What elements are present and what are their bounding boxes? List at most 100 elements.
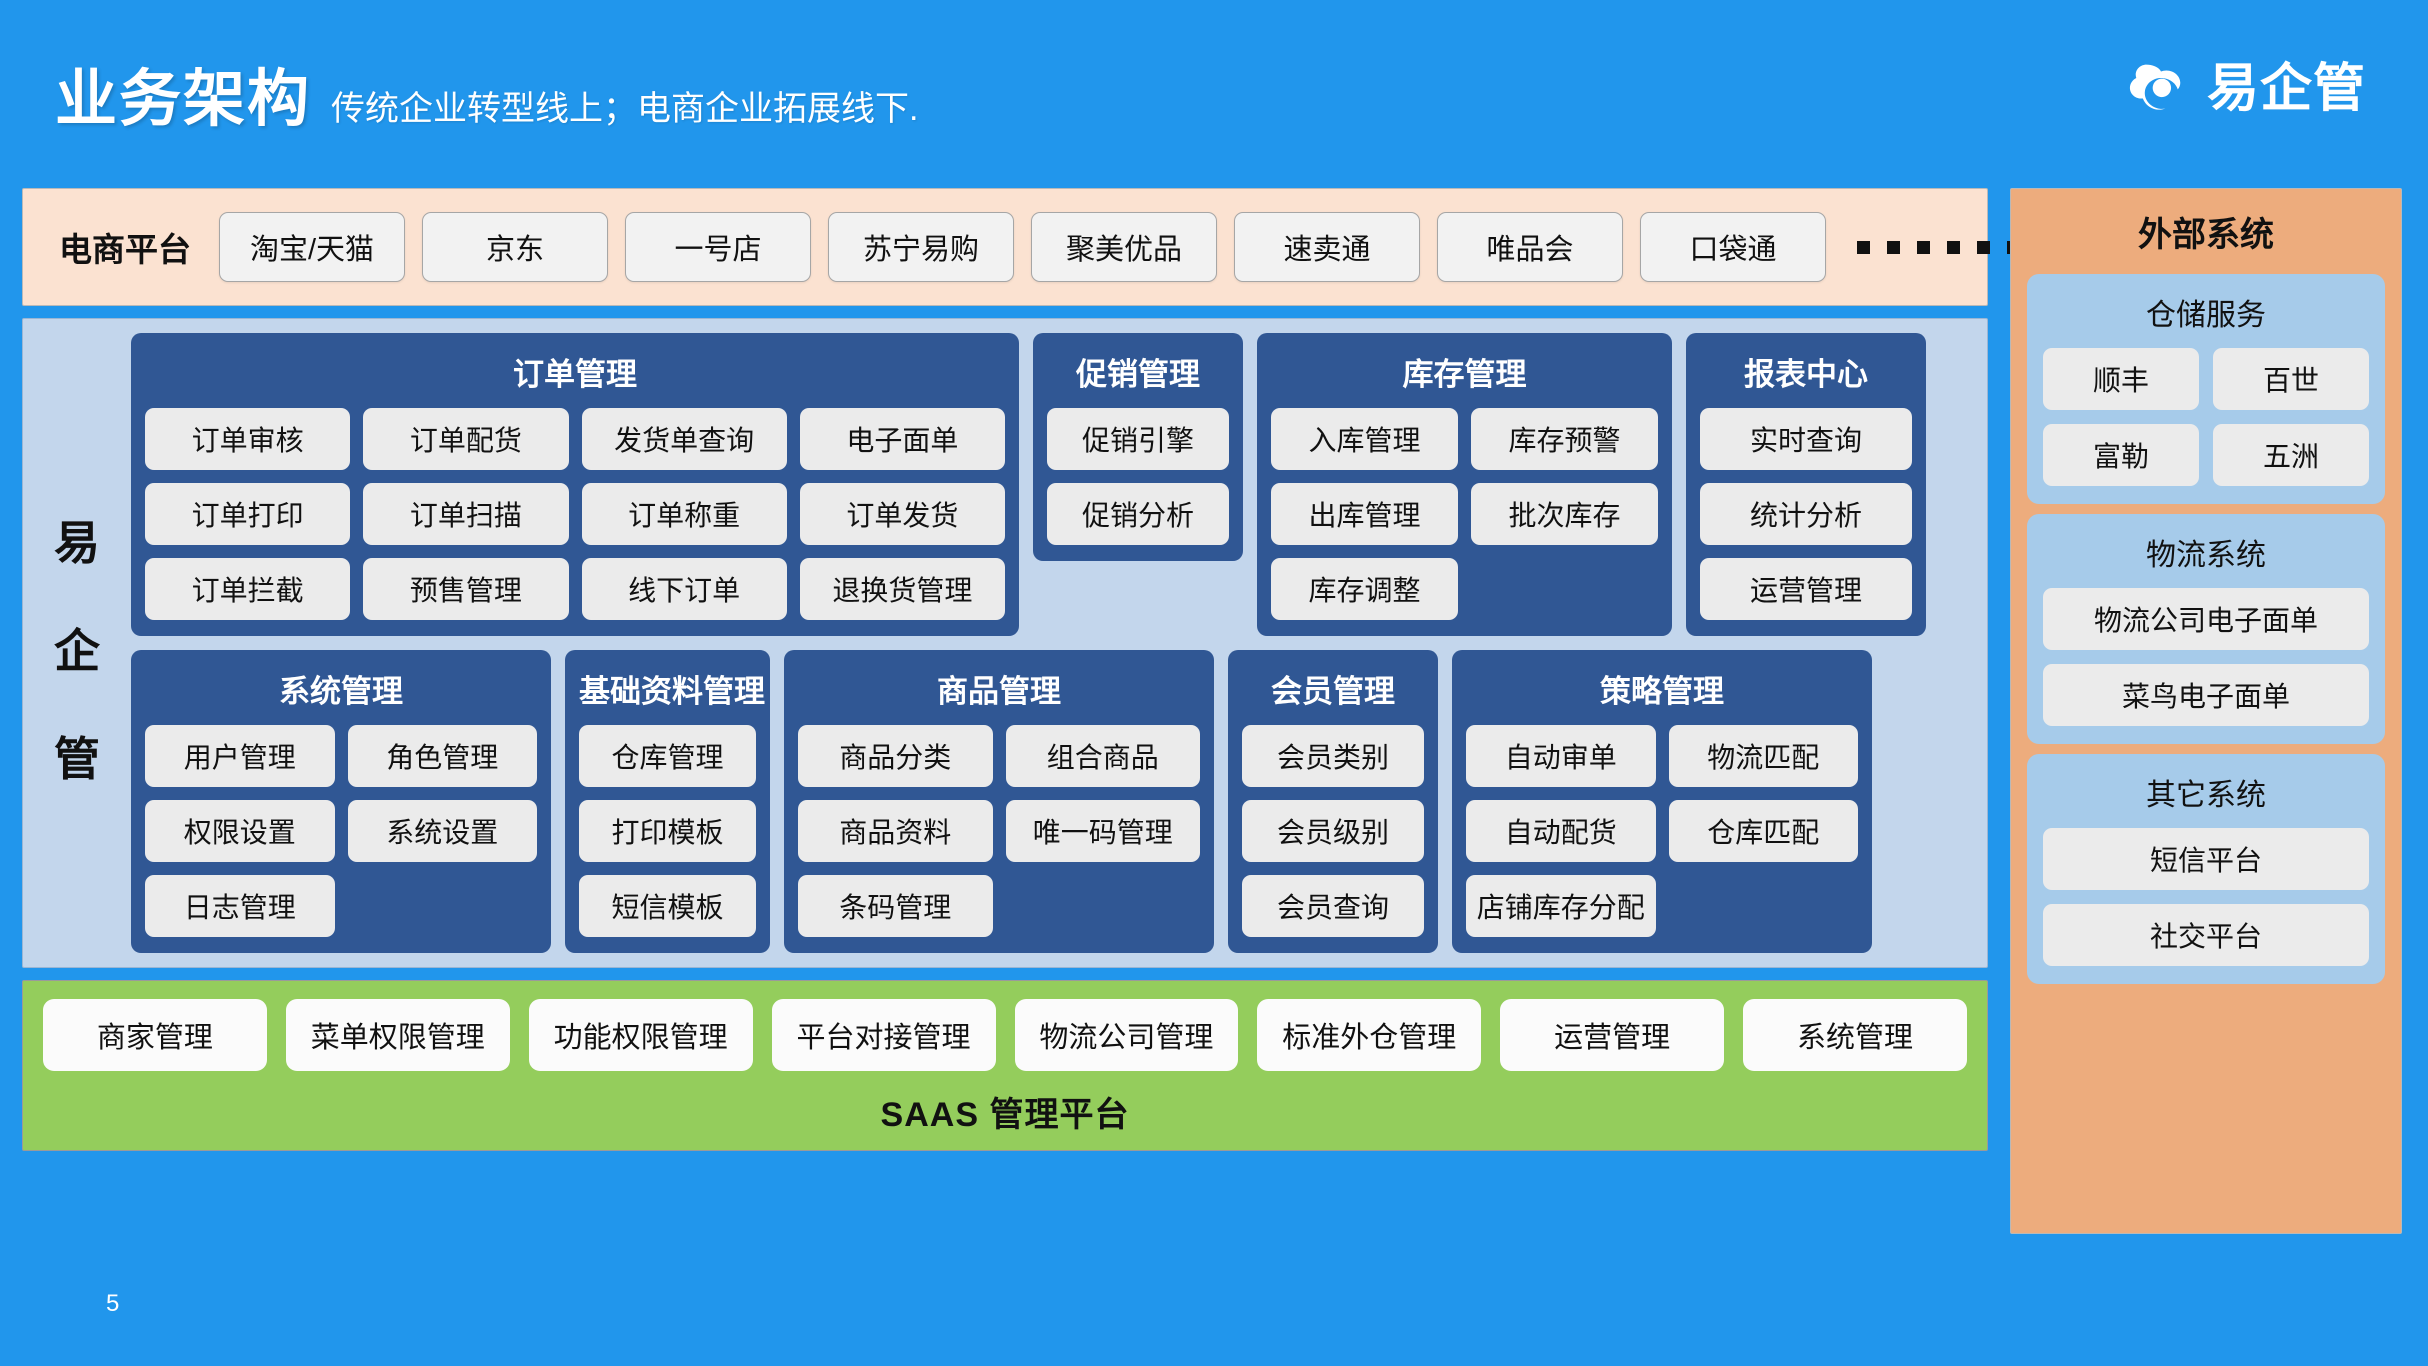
module-item[interactable]: 电子面单: [799, 408, 1005, 470]
module-item-grid: 促销引擎 促销分析: [1047, 408, 1229, 545]
module-item-grid: 订单审核 订单配货 发货单查询 电子面单 订单打印 订单扫描 订单称重 订单发货…: [145, 408, 1005, 620]
module-item[interactable]: 自动配货: [1466, 800, 1656, 862]
module-item[interactable]: 商品资料: [798, 800, 993, 862]
ecommerce-label: 电商平台: [59, 231, 191, 268]
platform-chip-jd[interactable]: 京东: [422, 212, 608, 282]
core-label-char-2: 企: [54, 625, 100, 677]
saas-item-operations[interactable]: 运营管理: [1500, 999, 1725, 1071]
module-item[interactable]: 库存预警: [1471, 408, 1658, 470]
platform-chip-suning[interactable]: 苏宁易购: [828, 212, 1014, 282]
module-item[interactable]: 角色管理: [347, 725, 537, 787]
module-item[interactable]: 打印模板: [579, 800, 756, 862]
module-item[interactable]: 物流匹配: [1668, 725, 1858, 787]
module-item[interactable]: 订单发货: [799, 483, 1005, 545]
module-item[interactable]: 发货单查询: [581, 408, 787, 470]
module-item[interactable]: 出库管理: [1271, 483, 1458, 545]
module-item[interactable]: 订单扫描: [363, 483, 569, 545]
platform-chip-aliexpress[interactable]: 速卖通: [1234, 212, 1420, 282]
module-item[interactable]: 会员查询: [1242, 875, 1424, 937]
module-item[interactable]: 系统设置: [347, 800, 537, 862]
module-item[interactable]: 促销引擎: [1047, 408, 1229, 470]
module-item-placeholder: [1669, 875, 1859, 937]
module-item[interactable]: 会员类别: [1242, 725, 1424, 787]
module-item[interactable]: 库存调整: [1271, 558, 1458, 620]
module-item[interactable]: 线下订单: [581, 558, 787, 620]
module-product-management: 商品管理 商品分类 组合商品 商品资料 唯一码管理 条码管理: [784, 650, 1214, 953]
external-item-logistics-waybill[interactable]: 物流公司电子面单: [2043, 588, 2369, 650]
module-item[interactable]: 会员级别: [1242, 800, 1424, 862]
module-item[interactable]: 用户管理: [145, 725, 335, 787]
header-title-group: 业务架构 传统企业转型线上；电商企业拓展线下.: [55, 48, 918, 138]
module-basic-data-management: 基础资料管理 仓库管理 打印模板 短信模板: [565, 650, 770, 953]
external-group-warehousing: 仓储服务 顺丰 百世 富勒 五洲: [2027, 274, 2385, 504]
module-item[interactable]: 实时查询: [1700, 408, 1912, 470]
external-item-sf[interactable]: 顺丰: [2043, 348, 2199, 410]
module-item[interactable]: 商品分类: [798, 725, 993, 787]
external-group-other: 其它系统 短信平台 社交平台: [2027, 754, 2385, 984]
module-item[interactable]: 订单拦截: [145, 558, 351, 620]
module-item[interactable]: 仓库匹配: [1668, 800, 1858, 862]
saas-item-platform-integration[interactable]: 平台对接管理: [771, 999, 996, 1071]
module-item[interactable]: 组合商品: [1005, 725, 1200, 787]
module-item[interactable]: 订单打印: [145, 483, 351, 545]
module-item[interactable]: 统计分析: [1700, 483, 1912, 545]
core-label-char-1: 易: [54, 517, 100, 569]
module-item[interactable]: 运营管理: [1700, 558, 1912, 620]
saas-item-menu-permission[interactable]: 菜单权限管理: [285, 999, 510, 1071]
module-title: 促销管理: [1076, 357, 1200, 392]
module-item[interactable]: 订单称重: [581, 483, 787, 545]
external-systems-title: 外部系统: [2138, 216, 2274, 254]
external-item-best[interactable]: 百世: [2213, 348, 2369, 410]
external-item-cainiao-waybill[interactable]: 菜鸟电子面单: [2043, 664, 2369, 726]
module-item-grid: 会员类别 会员级别 会员查询: [1242, 725, 1424, 937]
platform-chip-yihaodian[interactable]: 一号店: [625, 212, 811, 282]
module-item[interactable]: 店铺库存分配: [1466, 875, 1656, 937]
module-item[interactable]: 订单审核: [145, 408, 351, 470]
module-item-placeholder: [1006, 875, 1201, 937]
module-item[interactable]: 订单配货: [363, 408, 569, 470]
ecommerce-platform-bar: 电商平台 淘宝/天猫 京东 一号店 苏宁易购 聚美优品 速卖通 唯品会 口袋通: [22, 188, 2020, 306]
module-item[interactable]: 权限设置: [145, 800, 335, 862]
saas-item-function-permission[interactable]: 功能权限管理: [528, 999, 753, 1071]
page-title: 业务架构: [55, 65, 312, 134]
saas-item-standard-warehouse[interactable]: 标准外仓管理: [1257, 999, 1482, 1071]
external-item-sms-platform[interactable]: 短信平台: [2043, 828, 2369, 890]
core-label-char-3: 管: [54, 733, 100, 785]
core-platform-panel: 易 企 管 订单管理 订单审核 订单配货 发货单查询 电子面单 订单打印 订单扫…: [22, 318, 1988, 968]
brand: 易企管: [2127, 46, 2366, 121]
module-item[interactable]: 促销分析: [1047, 483, 1229, 545]
saas-platform-title: SAAS 管理平台: [880, 1096, 1130, 1134]
module-title: 订单管理: [513, 357, 637, 392]
external-item-wuzhou[interactable]: 五洲: [2213, 424, 2369, 486]
module-title: 库存管理: [1402, 357, 1527, 392]
module-system-management: 系统管理 用户管理 角色管理 权限设置 系统设置 日志管理: [131, 650, 551, 953]
module-item[interactable]: 退换货管理: [799, 558, 1005, 620]
saas-item-system[interactable]: 系统管理: [1743, 999, 1967, 1071]
saas-item-logistics-company[interactable]: 物流公司管理: [1014, 999, 1239, 1071]
saas-item-merchant[interactable]: 商家管理: [43, 999, 267, 1071]
platform-chip-koudaitong[interactable]: 口袋通: [1640, 212, 1826, 282]
module-item[interactable]: 批次库存: [1471, 483, 1658, 545]
external-item-social-platform[interactable]: 社交平台: [2043, 904, 2369, 966]
external-item-fuller[interactable]: 富勒: [2043, 424, 2199, 486]
platform-chip-vip[interactable]: 唯品会: [1437, 212, 1623, 282]
module-item[interactable]: 预售管理: [363, 558, 569, 620]
platform-chip-jumei[interactable]: 聚美优品: [1031, 212, 1217, 282]
module-report-center: 报表中心 实时查询 统计分析 运营管理: [1686, 333, 1926, 636]
module-item[interactable]: 短信模板: [579, 875, 756, 937]
platform-chip-taobao[interactable]: 淘宝/天猫: [219, 212, 405, 282]
module-item[interactable]: 条码管理: [798, 875, 993, 937]
module-strategy-management: 策略管理 自动审单 物流匹配 自动配货 仓库匹配 店铺库存分配: [1452, 650, 1872, 953]
external-group-grid: 顺丰 百世 富勒 五洲: [2043, 348, 2369, 486]
external-group-grid: 短信平台 社交平台: [2043, 828, 2369, 966]
external-group-logistics: 物流系统 物流公司电子面单 菜鸟电子面单: [2027, 514, 2385, 744]
module-item[interactable]: 仓库管理: [579, 725, 756, 787]
module-title: 会员管理: [1271, 674, 1395, 709]
module-title: 基础资料管理: [579, 674, 765, 709]
module-item[interactable]: 入库管理: [1271, 408, 1458, 470]
core-module-row-1: 订单管理 订单审核 订单配货 发货单查询 电子面单 订单打印 订单扫描 订单称重…: [131, 333, 1973, 636]
module-item[interactable]: 自动审单: [1466, 725, 1656, 787]
module-title: 商品管理: [937, 674, 1061, 709]
module-item[interactable]: 日志管理: [145, 875, 335, 937]
module-item[interactable]: 唯一码管理: [1005, 800, 1200, 862]
